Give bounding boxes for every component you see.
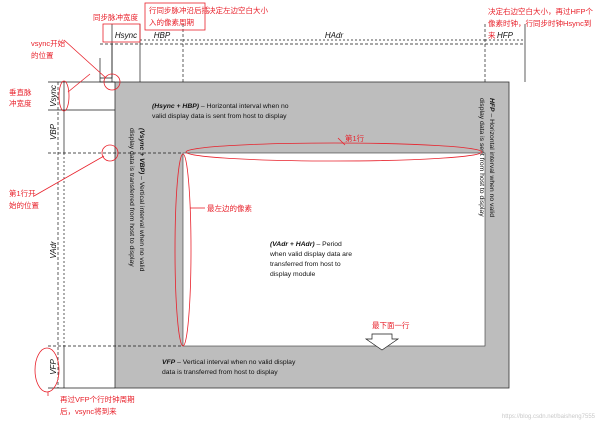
note-first-row: 第1行 [345,133,365,143]
active-area [182,152,486,347]
horizontal-timing [99,24,526,83]
note-left-blank: 决定左边空白大小 [208,5,268,15]
desc-hfp: HFP – Horizontal interval when no valid … [478,98,495,217]
desc-vfp: VFP – Vertical interval when no valid di… [162,359,296,376]
note-hbp-2: 入的像素周期 [149,17,194,27]
note-hsync-width: 同步脉冲宽度 [93,12,138,22]
label-hadr: HAdr [325,31,344,40]
note-first-row-start-2: 始的位置 [9,200,39,210]
svg-text:(VAdr + HAdr) – Period: (VAdr + HAdr) – Period [270,241,342,248]
note-vsync-start-2: 的位置 [31,50,54,60]
label-vbp: VBP [49,123,58,140]
label-hsync: Hsync [115,31,137,40]
desc-vbp: (Vsync + VBP) – Vertical interval when n… [128,128,145,272]
svg-text:display data is sent from host: display data is sent from host to displa… [478,98,485,217]
note-first-row-start-1: 第1行开 [9,188,36,198]
svg-text:data is transferred from host: data is transferred from host to display [162,369,278,376]
note-right-blank-3: 来 [488,31,496,40]
svg-text:transferred from host to: transferred from host to [270,261,341,268]
note-leftmost-pixel: 最左边的像素 [207,203,252,213]
desc-hbp: (Hsync + HBP) – Horizontal interval when… [152,103,289,120]
svg-text:(Vsync + VBP) – Vertical inter: (Vsync + VBP) – Vertical interval when n… [138,128,145,272]
annotation-shapes [33,2,483,396]
label-vfp: VFP [49,359,58,375]
note-vfp-2: 后，vsync将到来 [60,406,117,416]
svg-text:display data is transferred fr: display data is transferred from host to… [128,128,135,267]
label-hbp: HBP [154,31,171,40]
svg-text:VFP – Vertical interval when n: VFP – Vertical interval when no valid di… [162,359,296,366]
svg-text:HFP – Horizontal interval when: HFP – Horizontal interval when no valid [488,98,495,217]
note-vsync-width-1: 垂直脉 [9,87,32,97]
note-vsync-width-2: 冲宽度 [9,98,32,108]
svg-text:valid display data is sent fro: valid display data is sent from host to … [152,113,287,120]
svg-text:display module: display module [270,271,316,278]
label-hfp: HFP [497,31,514,40]
desc-active: (VAdr + HAdr) – Period when valid displa… [269,241,352,278]
note-vsync-start-1: vsync开始 [31,38,66,48]
note-right-blank-1: 决定右边空白大小，再过HFP个 [488,6,593,16]
svg-text:when valid display data are: when valid display data are [269,251,352,258]
label-vsync: Vsync [49,85,58,107]
note-bottom-row: 最下面一行 [372,320,410,330]
note-right-blank-2: 像素时钟，行同步时钟Hsync到 [488,18,591,28]
watermark: https://blog.csdn.net/baisheng7555 [502,414,596,420]
note-vfp-1: 再过VFP个行时钟周期 [60,394,135,404]
svg-text:(Hsync + HBP) – Horizontal int: (Hsync + HBP) – Horizontal interval when… [152,103,289,110]
bottom-row-arrow-icon [364,333,400,351]
label-vadr: VAdr [49,241,58,259]
note-hbp-1: 行同步脉冲沿后插 [149,5,209,15]
